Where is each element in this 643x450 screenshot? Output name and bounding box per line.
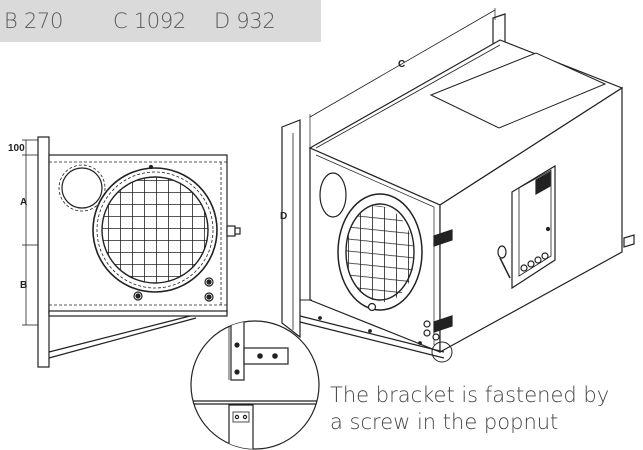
wall-plate (37, 136, 50, 368)
dimension-label-d: D (280, 211, 287, 222)
dimension-b: B 270 (4, 9, 64, 33)
dimensions-bar: B 270 C 1092 D 932 (0, 0, 321, 42)
caption-line-2: a screw in the popnut (330, 410, 559, 434)
dimension-label-a: A (20, 197, 27, 208)
dimension-label-100: 100 (8, 143, 25, 154)
dimension-label-b: B (20, 280, 27, 291)
perspective-view (281, 8, 635, 363)
dimension-d: D 932 (214, 9, 276, 33)
wall-plate-perspective (281, 119, 301, 339)
round-opening (61, 167, 103, 209)
dimension-label-c: C (398, 59, 405, 70)
caption-line-1: The bracket is fastened by (330, 383, 610, 407)
bracket-caption: The bracket is fastened by a screw in th… (330, 382, 640, 436)
side-view (22, 136, 241, 368)
bracket-detail (190, 320, 320, 450)
dimension-c: C 1092 (113, 9, 186, 33)
